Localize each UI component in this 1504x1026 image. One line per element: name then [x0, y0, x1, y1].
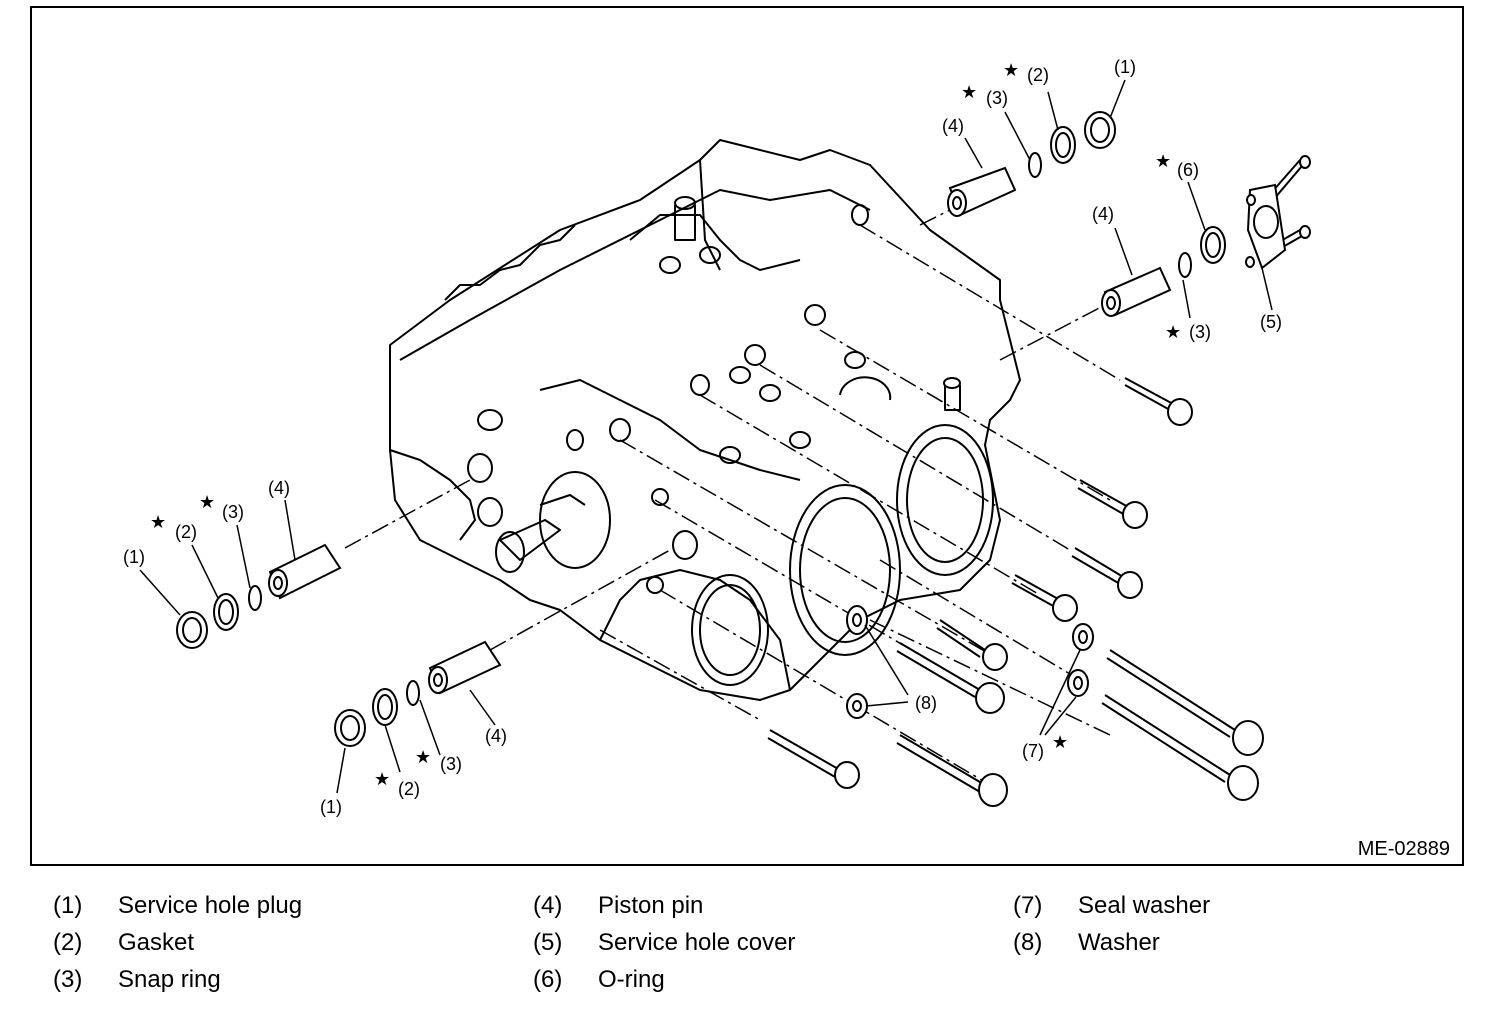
exploded-view-diagram: ★ ★ ★ ★ ★ ★ ★ ★ ★ (1) (2) (3) (4) (4) (6…	[30, 6, 1464, 866]
callout-rear-right-3: (3)	[986, 88, 1008, 108]
callout-left-2: (2)	[175, 522, 197, 542]
legend-number: (1)	[53, 892, 83, 919]
legend-label: Snap ring	[118, 966, 221, 993]
callout-labels: (1) (2) (3) (4) (4) (6) (3) (5) (1) (2) …	[123, 57, 1282, 817]
legend-number: (7)	[1013, 892, 1043, 919]
bolt	[936, 619, 1008, 671]
star-icon: ★	[374, 769, 390, 789]
callout-rear-right-2: (2)	[1027, 65, 1049, 85]
crankcase-block	[389, 139, 1021, 701]
leader-lines	[139, 79, 1273, 794]
star-markers: ★ ★ ★ ★ ★ ★ ★ ★ ★	[150, 60, 1181, 789]
legend-label: O-ring	[598, 966, 665, 993]
callout-bottom-4: (4)	[485, 726, 507, 746]
bolt	[1101, 694, 1259, 801]
callout-left-4: (4)	[268, 478, 290, 498]
callout-right-5: (5)	[1260, 312, 1282, 332]
legend-number: (8)	[1013, 929, 1043, 956]
bolt	[896, 734, 1008, 807]
bolt	[1124, 377, 1193, 426]
callout-left-3: (3)	[222, 502, 244, 522]
assembly-centerlines	[344, 209, 1121, 786]
legend-number: (4)	[533, 892, 563, 919]
star-icon: ★	[1165, 322, 1181, 342]
bolt	[1011, 574, 1078, 622]
bolt	[1106, 649, 1264, 756]
legend-label: Piston pin	[598, 892, 704, 919]
legend-label: Service hole cover	[598, 929, 796, 956]
callout-right-4: (4)	[1092, 204, 1114, 224]
callout-right-6: (6)	[1177, 160, 1199, 180]
legend-label: Seal washer	[1078, 892, 1211, 919]
legend-label: Service hole plug	[118, 892, 303, 919]
callout-bottom-1: (1)	[320, 797, 342, 817]
callout-seal-washer-7: (7)	[1022, 741, 1044, 761]
star-icon: ★	[961, 82, 977, 102]
callout-left-1: (1)	[123, 547, 145, 567]
figure-frame	[30, 6, 1464, 866]
star-icon: ★	[199, 492, 215, 512]
legend-number: (3)	[53, 966, 83, 993]
bolts	[767, 155, 1311, 807]
callout-bottom-3: (3)	[440, 754, 462, 774]
star-icon: ★	[415, 747, 431, 767]
star-icon: ★	[1052, 732, 1068, 752]
legend-number: (2)	[53, 929, 83, 956]
callout-washer-8: (8)	[915, 693, 937, 713]
callout-rear-right-1: (1)	[1114, 57, 1136, 77]
star-icon: ★	[1003, 60, 1019, 80]
legend-number: (6)	[533, 966, 563, 993]
figure-code: ME-02889	[1358, 838, 1450, 860]
legend-label: Washer	[1078, 929, 1160, 956]
bolt	[1077, 479, 1148, 529]
star-icon: ★	[150, 512, 166, 532]
star-icon: ★	[1155, 151, 1171, 171]
callout-right-3: (3)	[1189, 322, 1211, 342]
legend-number: (5)	[533, 929, 563, 956]
callout-rear-right-4: (4)	[942, 116, 964, 136]
bolt	[1071, 547, 1143, 599]
legend-label: Gasket	[118, 929, 195, 956]
service-parts	[176, 111, 1287, 747]
washers	[846, 605, 1094, 719]
bolt	[896, 642, 1005, 714]
bolt	[767, 729, 860, 789]
callout-bottom-2: (2)	[398, 779, 420, 799]
